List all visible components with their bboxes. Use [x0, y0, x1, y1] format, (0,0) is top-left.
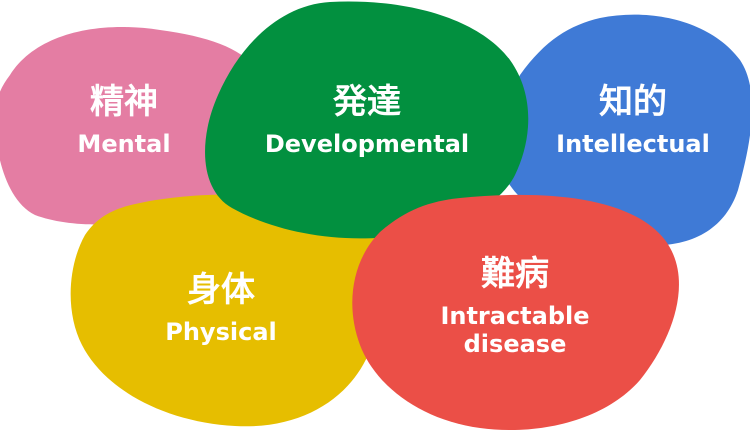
label-mental-jp: 精神	[89, 82, 158, 122]
label-intractable-disease-jp: 難病	[481, 254, 549, 294]
label-intractable-disease: 難病 Intractable disease	[415, 254, 615, 358]
label-developmental-jp: 発達	[333, 82, 401, 122]
label-intellectual: 知的 Intellectual	[556, 82, 710, 158]
label-developmental: 発達 Developmental	[265, 82, 469, 158]
label-intractable-disease-en: Intractable disease	[440, 302, 590, 358]
label-physical: 身体 Physical	[165, 270, 276, 346]
label-developmental-en: Developmental	[264, 130, 470, 158]
label-mental-en: Mental	[77, 130, 171, 158]
label-mental: 精神 Mental	[77, 82, 170, 158]
blob-mental	[0, 27, 263, 225]
label-physical-en: Physical	[165, 318, 277, 346]
blob-intractable-disease	[352, 194, 679, 430]
blob-intellectual	[499, 14, 750, 246]
label-intellectual-jp: 知的	[598, 82, 667, 122]
blob-physical	[70, 194, 385, 427]
label-physical-jp: 身体	[186, 270, 255, 310]
label-intellectual-en: Intellectual	[556, 130, 710, 158]
blob-developmental	[205, 1, 529, 239]
